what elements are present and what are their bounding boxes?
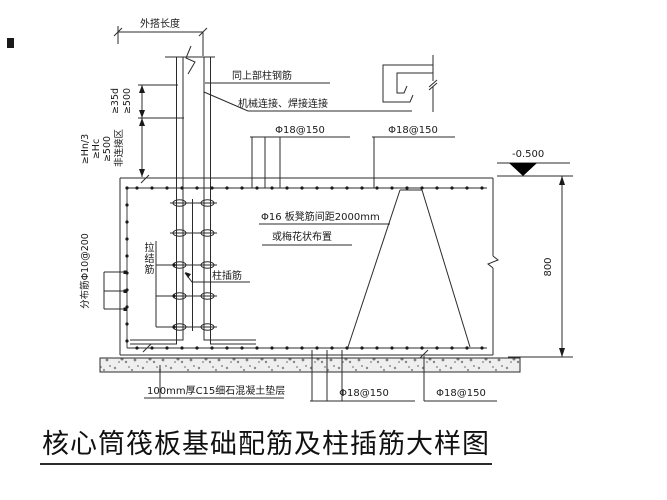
raft-height-dimension: 800 [497, 175, 573, 358]
top-rebar-left-label: Φ18@150 [275, 125, 325, 136]
bench-bar-note-line1: Φ16 板凳筋间距2000mm [261, 210, 380, 223]
corner-mark [7, 38, 14, 48]
elevation-mark: -0.500 [497, 149, 570, 176]
distribution-bar-label: 分布筋Φ10@200 [79, 233, 91, 309]
top-rebar-callouts: Φ18@150 Φ18@150 [250, 125, 455, 188]
bench-bar [347, 189, 471, 348]
hook-detail [382, 55, 438, 112]
dim-hn3-label: ≥Hn/3 [80, 134, 91, 164]
raft-break-symbol [487, 255, 499, 269]
column-dowel-label: 柱插筋 [212, 269, 242, 282]
elevation-value: -0.500 [512, 149, 544, 160]
dim-hc-label: ≥Hc [91, 139, 102, 159]
top-overlap-dimension: 外搭长度 [113, 17, 208, 56]
dim-35d-label: ≥35d [110, 88, 121, 114]
same-as-upper-column-label: 同上部柱钢筋 [232, 69, 292, 82]
tie-bar-label: 拉结筋 [142, 242, 153, 275]
blinding-layer-label: 100mm厚C15细石混凝土垫层 [147, 384, 285, 397]
column-dowel-bars [130, 45, 256, 345]
rebar-section-dots [125, 186, 484, 350]
column-dowel-callout: 柱插筋 [184, 269, 250, 283]
blinding-layer [99, 357, 521, 373]
top-rebar-right-label: Φ18@150 [388, 125, 438, 136]
bottom-rebar-left-label: Φ18@150 [339, 388, 389, 399]
non-splice-zone-label: 非连接区 [113, 129, 125, 168]
tie-bar-leader [155, 241, 176, 329]
drawing-title: 核心筒筏板基础配筋及柱插筋大样图 [42, 429, 490, 460]
dim-500-upper-label: ≥500 [122, 88, 133, 114]
column-ties [170, 199, 217, 331]
elevation-triangle-icon [509, 163, 537, 176]
raft-height-value: 800 [543, 257, 554, 276]
connection-type-label: 机械连接、焊接连接 [238, 97, 328, 110]
raft-slab-outline [119, 174, 499, 359]
upper-callouts: 同上部柱钢筋 机械连接、焊接连接 [203, 69, 412, 112]
left-dimension-chain: ≥35d ≥500 ≥Hn/3 ≥Hc ≥500 非连接区 [80, 84, 184, 177]
bench-bar-note-line2: 或梅花状布置 [272, 230, 332, 243]
dim-500-lower-label: ≥500 [102, 136, 113, 162]
title-block: 核心筒筏板基础配筋及柱插筋大样图 [40, 429, 492, 465]
distribution-bar-leader: 分布筋Φ10@200 [79, 233, 127, 311]
top-overlap-label: 外搭长度 [140, 17, 180, 30]
bench-bar-note: Φ16 板凳筋间距2000mm 或梅花状布置 [259, 210, 390, 246]
column-break-symbol [185, 45, 196, 75]
bottom-callouts: 100mm厚C15细石混凝土垫层 Φ18@150 Φ18@150 [144, 350, 497, 402]
bottom-rebar-right-label: Φ18@150 [436, 388, 486, 399]
